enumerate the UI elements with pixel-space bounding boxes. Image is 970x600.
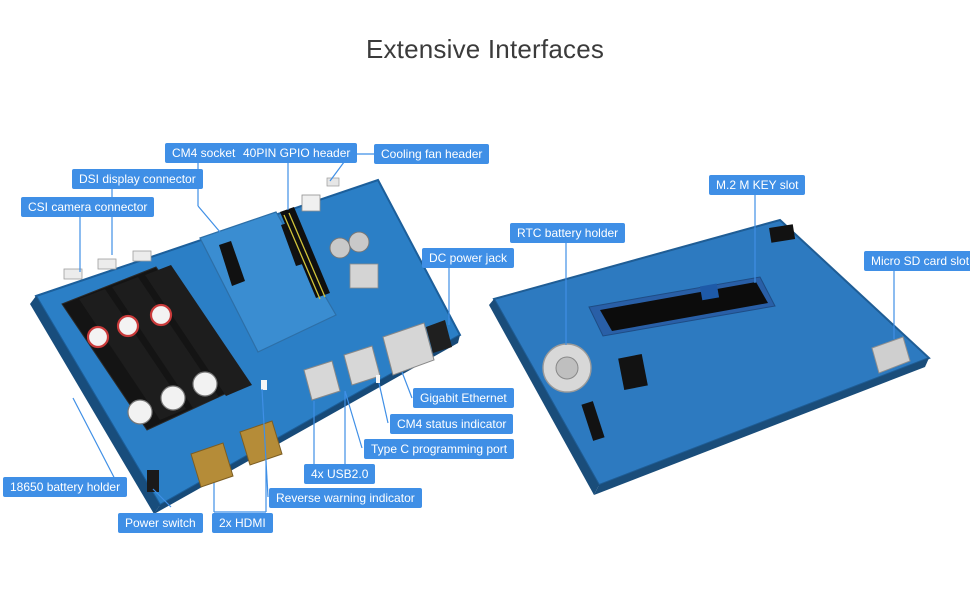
rtc-battery-holder-label: RTC battery holder (510, 223, 626, 243)
gpio-header-label: 40PIN GPIO header (236, 143, 358, 163)
power-switch-label: Power switch (118, 513, 203, 533)
m2-key-slot-label: M.2 M KEY slot (709, 175, 806, 195)
dc-power-jack-label: DC power jack (422, 248, 515, 268)
left-board-top-side (30, 177, 462, 514)
cm4-status-led (376, 375, 380, 383)
dsi-display-connector-label: DSI display connector (72, 169, 203, 189)
usb-port-1 (303, 360, 341, 401)
capacitor-1 (329, 237, 351, 259)
reverse-warning-led (261, 380, 267, 390)
cooling-fan-header-label: Cooling fan header (374, 144, 490, 164)
fan-header (326, 177, 340, 187)
dc-power-jack (426, 320, 452, 353)
hdmi-port-1 (190, 442, 234, 488)
hdmi-port-2 (239, 420, 283, 466)
capacitor-2 (348, 231, 370, 253)
power-switch (147, 470, 159, 492)
csi-connector (63, 268, 83, 280)
cm4-socket-label: CM4 socket (165, 143, 243, 163)
right-callout-lines (565, 194, 895, 345)
battery-holder-18650-label: 18650 battery holder (3, 477, 128, 497)
fan-connector-block (301, 194, 321, 212)
micro-sd-card-slot-label: Micro SD card slot (864, 251, 970, 271)
ic-3 (769, 224, 796, 243)
display-ribbon-connector (132, 250, 152, 262)
type-c-programming-port-label: Type C programming port (364, 439, 515, 459)
reverse-warning-indicator-label: Reverse warning indicator (269, 488, 422, 508)
usb2-label: 4x USB2.0 (304, 464, 376, 484)
page-title: Extensive Interfaces (365, 34, 605, 64)
micro-sd-slot-shape (871, 336, 911, 374)
csi-camera-connector-label: CSI camera connector (21, 197, 155, 217)
ic-2 (581, 401, 605, 441)
cm4-status-indicator-label: CM4 status indicator (390, 414, 514, 434)
ethernet-port (382, 322, 435, 376)
gpio-header (280, 207, 330, 300)
gigabit-ethernet-label: Gigabit Ethernet (413, 388, 514, 408)
ic-1 (618, 354, 648, 390)
cm4-connector-left (219, 241, 245, 286)
right-board-back-side (489, 218, 931, 495)
power-ic (349, 263, 379, 289)
left-callout-lines (72, 153, 450, 513)
dsi-connector (97, 258, 117, 270)
battery-holder-18650 (61, 265, 252, 431)
hdmi-label: 2x HDMI (212, 513, 273, 533)
cm4-socket-area (199, 211, 337, 353)
m2-ssd (588, 276, 776, 337)
